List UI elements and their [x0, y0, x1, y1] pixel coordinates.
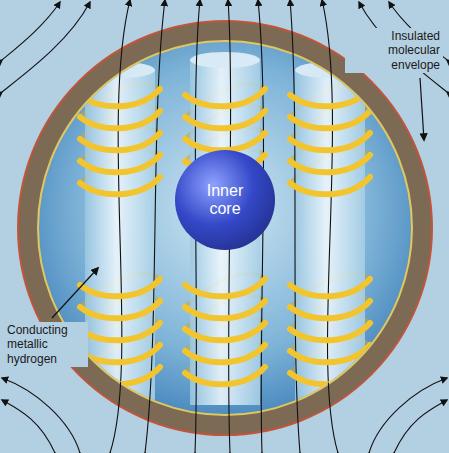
leader-lines: [52, 78, 424, 318]
current-helices: [80, 89, 370, 384]
region-label: Insulated molecular envelope: [345, 28, 443, 73]
metallic-hydrogen-region: [38, 41, 412, 415]
region-label: Conducting metallic hydrogen: [4, 322, 88, 367]
inner-core: Inner core: [175, 150, 275, 250]
dynamo-cylinders: [80, 52, 370, 405]
core-label: Inner core: [194, 182, 256, 219]
molecular-envelope: [18, 21, 432, 435]
